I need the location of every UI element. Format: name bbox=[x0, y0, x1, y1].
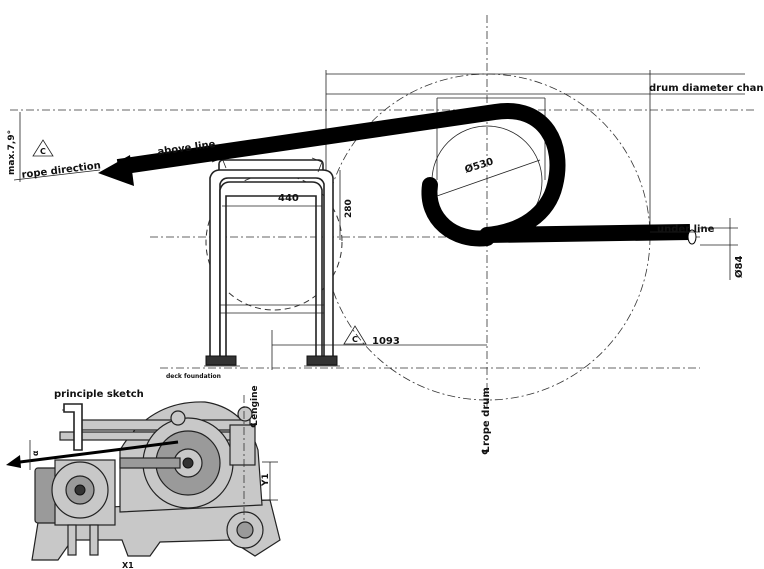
drum-diameter-label: drum diameter changeable bbox=[649, 83, 764, 94]
principle-sketch-label: principle sketch bbox=[54, 389, 144, 400]
deck-foundation-label: deck foundation bbox=[166, 373, 221, 380]
svg-text:C: C bbox=[40, 147, 46, 156]
diam-530-label: Ø530 bbox=[463, 155, 495, 176]
rope-direction-underline bbox=[13, 169, 101, 181]
diam-84-label: Ø84 bbox=[733, 256, 745, 278]
diam-530-line bbox=[436, 159, 541, 197]
winch-machine bbox=[6, 401, 281, 561]
rope-end bbox=[687, 229, 697, 245]
alpha-label: α bbox=[31, 450, 40, 456]
rope-inner-curl bbox=[421, 177, 495, 247]
rope-direction-label: rope direction bbox=[21, 160, 101, 181]
dim-1093-label: 1093 bbox=[372, 336, 400, 347]
dim-280-label: 280 bbox=[344, 199, 354, 218]
marker-c-left: C bbox=[32, 139, 54, 157]
under-line-label: under line bbox=[657, 224, 715, 235]
x1-label: X1 bbox=[122, 561, 134, 569]
y1-label: Y1 bbox=[261, 473, 271, 487]
rope-above-line bbox=[116, 103, 691, 243]
rope-arrowhead bbox=[98, 155, 134, 186]
marker-c-bottom: C bbox=[343, 325, 367, 345]
support-stand bbox=[204, 157, 343, 367]
svg-text:C: C bbox=[352, 335, 358, 344]
rope-drum-label: ℄rope drum bbox=[481, 387, 492, 455]
engine-label: ℄engine bbox=[250, 385, 260, 428]
max-angle-label: max.7,9° bbox=[7, 130, 17, 175]
dim-440-label: 440 bbox=[278, 193, 299, 204]
